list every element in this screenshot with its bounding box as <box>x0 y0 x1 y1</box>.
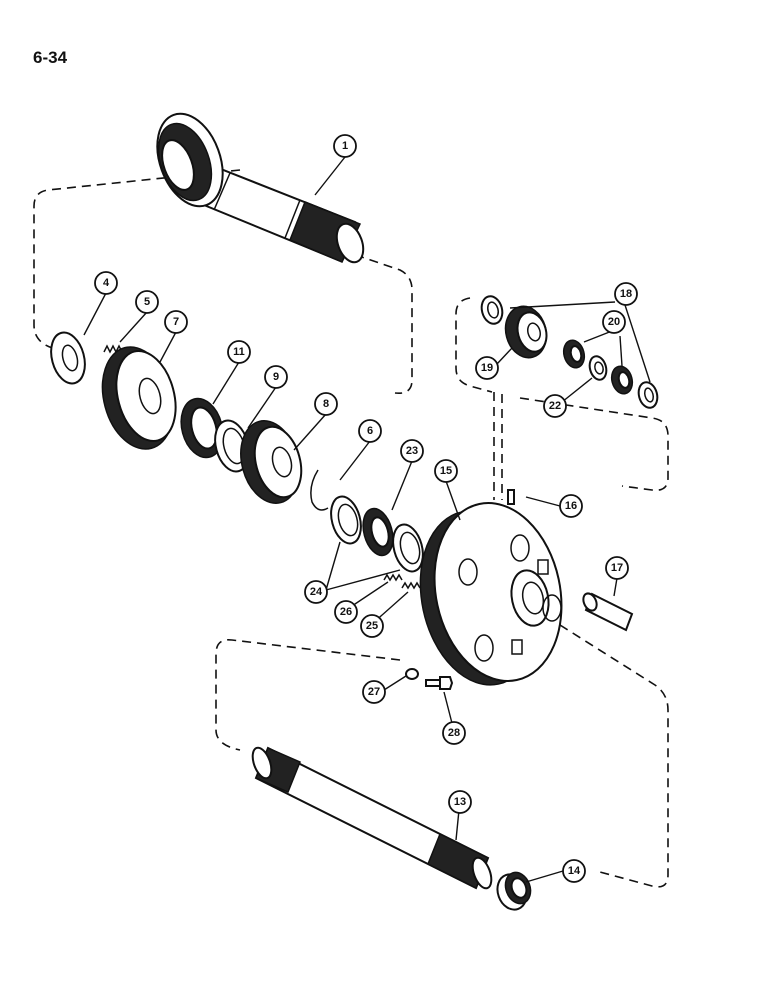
roller-bearing-20b <box>610 365 634 395</box>
page-number: 6-34 <box>33 48 68 67</box>
output-shaft <box>251 746 493 890</box>
spring-26 <box>383 573 403 582</box>
callout-19: 19 <box>475 356 499 380</box>
right-group-outline <box>455 297 669 492</box>
svg-text:13: 13 <box>454 796 466 808</box>
gear-7 <box>101 346 177 450</box>
svg-text:20: 20 <box>608 316 620 328</box>
callout-5: 5 <box>135 290 159 314</box>
lower-group-outline <box>215 624 669 888</box>
needle-bearing-11 <box>180 397 224 459</box>
svg-text:14: 14 <box>568 865 581 877</box>
svg-text:18: 18 <box>620 288 632 300</box>
callout-20: 20 <box>602 310 626 334</box>
callout-6: 6 <box>358 419 382 443</box>
callout-24: 24 <box>304 580 328 604</box>
spring-5 <box>103 344 123 354</box>
svg-text:8: 8 <box>323 398 329 410</box>
callout-9: 9 <box>264 365 288 389</box>
callout-15: 15 <box>434 459 458 483</box>
washer-18a <box>480 295 504 325</box>
planet-carrier <box>419 502 563 686</box>
washer-18b <box>637 381 659 409</box>
svg-text:17: 17 <box>611 562 623 574</box>
input-shaft <box>156 112 365 264</box>
callout-7: 7 <box>164 310 188 334</box>
svg-text:27: 27 <box>368 686 380 698</box>
callout-13: 13 <box>448 790 472 814</box>
callout-4: 4 <box>94 271 118 295</box>
callout-18: 18 <box>614 282 638 306</box>
callout-8: 8 <box>314 392 338 416</box>
callout-17: 17 <box>605 556 629 580</box>
svg-text:25: 25 <box>366 620 378 632</box>
callout-22: 22 <box>543 394 567 418</box>
spring-25 <box>401 581 421 590</box>
svg-text:5: 5 <box>144 296 150 308</box>
callout-26: 26 <box>334 600 358 624</box>
svg-text:4: 4 <box>103 277 110 289</box>
right-group-connector <box>493 392 503 500</box>
svg-text:1: 1 <box>342 140 348 152</box>
thrust-plate <box>50 331 86 385</box>
spacer-22 <box>588 355 608 381</box>
roller-bearing-20a <box>562 339 586 369</box>
thrust-bearing-23 <box>362 507 394 557</box>
svg-text:22: 22 <box>549 400 561 412</box>
svg-text:6: 6 <box>367 425 373 437</box>
snap-ring-6 <box>310 469 329 511</box>
planet-gear-19 <box>504 305 548 359</box>
svg-text:11: 11 <box>233 346 245 358</box>
upper-group-outline <box>33 169 413 395</box>
svg-text:7: 7 <box>173 316 179 328</box>
svg-text:26: 26 <box>340 606 352 618</box>
leader-lines <box>83 156 651 883</box>
gear-8 <box>240 420 303 504</box>
svg-text:16: 16 <box>565 500 577 512</box>
bolt-28 <box>425 676 454 690</box>
callout-28: 28 <box>442 721 466 745</box>
svg-text:15: 15 <box>440 465 452 477</box>
callout-11: 11 <box>227 340 251 364</box>
washer-27 <box>405 668 419 680</box>
callout-25: 25 <box>360 614 384 638</box>
callout-14: 14 <box>562 859 586 883</box>
callout-23: 23 <box>400 439 424 463</box>
svg-text:9: 9 <box>273 371 279 383</box>
washer-24b <box>392 523 424 573</box>
callout-1: 1 <box>333 134 357 158</box>
bushing-14 <box>496 871 532 911</box>
pin-16 <box>507 489 515 505</box>
svg-text:28: 28 <box>448 727 460 739</box>
washer-24a <box>330 495 362 545</box>
callout-16: 16 <box>559 494 583 518</box>
svg-text:19: 19 <box>481 362 493 374</box>
svg-text:23: 23 <box>406 445 418 457</box>
svg-text:24: 24 <box>310 586 323 598</box>
pin-17 <box>582 592 634 632</box>
callout-27: 27 <box>362 680 386 704</box>
